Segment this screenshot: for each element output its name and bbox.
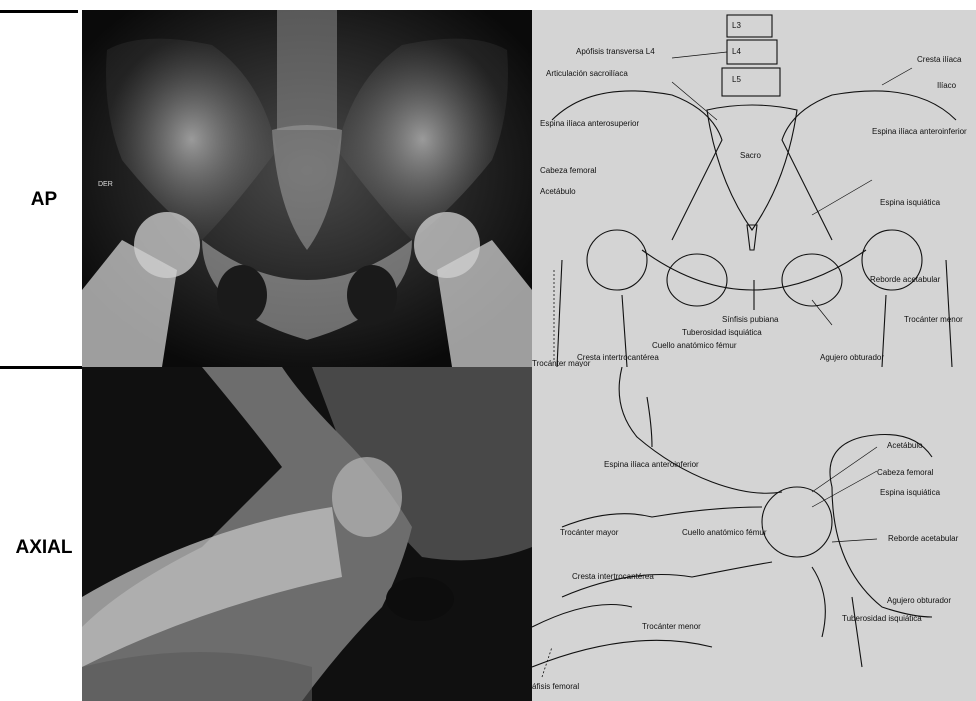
axial-label-reborde-acetabular: Reborde acetabular bbox=[888, 534, 959, 543]
spine-shadow bbox=[277, 10, 337, 130]
ap-diagram: L3 L4 L5 Apófisis transversa L4 Articula… bbox=[532, 10, 976, 367]
axial-label-espina-anteroinferior: Espina ilíaca anteroinferior bbox=[604, 460, 699, 469]
spine-outline bbox=[647, 397, 652, 447]
right-obturator bbox=[347, 265, 397, 325]
axial-label-trocanter-mayor: Trocánter mayor bbox=[560, 528, 619, 537]
axial-label-afisis-femoral: áfisis femoral bbox=[532, 682, 579, 691]
left-femoral-head-outline bbox=[587, 230, 647, 290]
label-acetabulo: Acetábulo bbox=[540, 187, 576, 196]
ap-diagram-graphic: L3 L4 L5 Apófisis transversa L4 Articula… bbox=[532, 10, 976, 367]
axial-label-tuberosidad-isquiatica: Tuberosidad isquiática bbox=[842, 614, 922, 623]
row-divider-top bbox=[0, 10, 78, 13]
label-espina-anterosuperior: Espina ilíaca anterosuperior bbox=[540, 119, 640, 128]
ap-xray-graphic: DER bbox=[82, 10, 532, 367]
label-iliaco: Ilíaco bbox=[937, 81, 957, 90]
vertebra-label-l5: L5 bbox=[732, 75, 741, 84]
obturator-foramen bbox=[386, 577, 454, 621]
axial-label-cuello-anatomico: Cuello anatómico fémur bbox=[682, 528, 767, 537]
row-label-axial: AXIAL bbox=[0, 537, 88, 559]
leader-agujero bbox=[812, 300, 832, 325]
femoral-head-outline bbox=[762, 487, 832, 557]
label-reborde-acetabular: Reborde acetabular bbox=[870, 275, 941, 284]
axial-xray-image bbox=[82, 367, 532, 701]
label-espina-anteroinferior: Espina ilíaca anteroinferior bbox=[872, 127, 967, 136]
axial-label-cabeza-femoral: Cabeza femoral bbox=[877, 468, 934, 477]
label-cuello-anatomico: Cuello anatómico fémur bbox=[652, 341, 737, 350]
label-sinfisis-pubiana: Sínfisis pubiana bbox=[722, 315, 779, 324]
axial-xray-graphic bbox=[82, 367, 532, 701]
leader-cresta bbox=[882, 68, 912, 85]
side-marker: DER bbox=[98, 181, 113, 188]
axial-label-espina-isquiatica: Espina isquiática bbox=[880, 488, 941, 497]
leader-apofisis bbox=[672, 52, 727, 58]
label-agujero-obturador: Agujero obturador bbox=[820, 353, 884, 362]
femoral-neck-outline bbox=[562, 507, 772, 597]
row-divider-middle bbox=[0, 366, 82, 369]
coccyx-outline bbox=[747, 225, 757, 250]
ap-xray-image: DER bbox=[82, 10, 532, 367]
axial-label-cresta-intertrocanterea: Cresta intertrocantérea bbox=[572, 572, 654, 581]
label-espina-isquiatica: Espina isquiática bbox=[880, 198, 941, 207]
axial-label-trocanter-menor: Trocánter menor bbox=[642, 622, 701, 631]
axial-label-agujero-obturador: Agujero obturador bbox=[887, 596, 951, 605]
axial-diagram-graphic: Acetábulo Espina ilíaca anteroinferior C… bbox=[532, 367, 976, 701]
right-iliac-outline bbox=[782, 91, 956, 240]
ilium-outline bbox=[619, 367, 782, 493]
label-tuberosidad-isquiatica: Tuberosidad isquiática bbox=[682, 328, 762, 337]
leader-acetabulo bbox=[812, 447, 877, 492]
vertebra-label-l3: L3 bbox=[732, 21, 741, 30]
label-sacro: Sacro bbox=[740, 151, 761, 160]
sacrum-outline bbox=[707, 105, 797, 230]
leader-cabeza bbox=[812, 471, 877, 507]
left-obturator bbox=[217, 265, 267, 325]
row-label-ap: AP bbox=[0, 189, 88, 211]
label-articulacion-sacroiliaca: Articulación sacroilíaca bbox=[546, 69, 628, 78]
leader-espina-isq bbox=[812, 180, 872, 215]
femur-shaft-outline bbox=[532, 605, 712, 668]
axial-label-acetabulo: Acetábulo bbox=[887, 441, 923, 450]
vertebra-label-l4: L4 bbox=[732, 47, 741, 56]
right-obturator-outline bbox=[782, 254, 842, 306]
label-cabeza-femoral: Cabeza femoral bbox=[540, 166, 597, 175]
axial-diagram: Acetábulo Espina ilíaca anteroinferior C… bbox=[532, 367, 976, 701]
label-trocanter-mayor: Trocánter mayor bbox=[532, 359, 591, 367]
femoral-head-shadow bbox=[332, 457, 402, 537]
vertebra-l5 bbox=[722, 68, 780, 96]
leader-articulacion bbox=[672, 82, 717, 120]
label-trocanter-menor: Trocánter menor bbox=[904, 315, 963, 324]
label-cresta-iliaca: Cresta ilíaca bbox=[917, 55, 962, 64]
label-apofisis-transversa: Apófisis transversa L4 bbox=[576, 47, 655, 56]
